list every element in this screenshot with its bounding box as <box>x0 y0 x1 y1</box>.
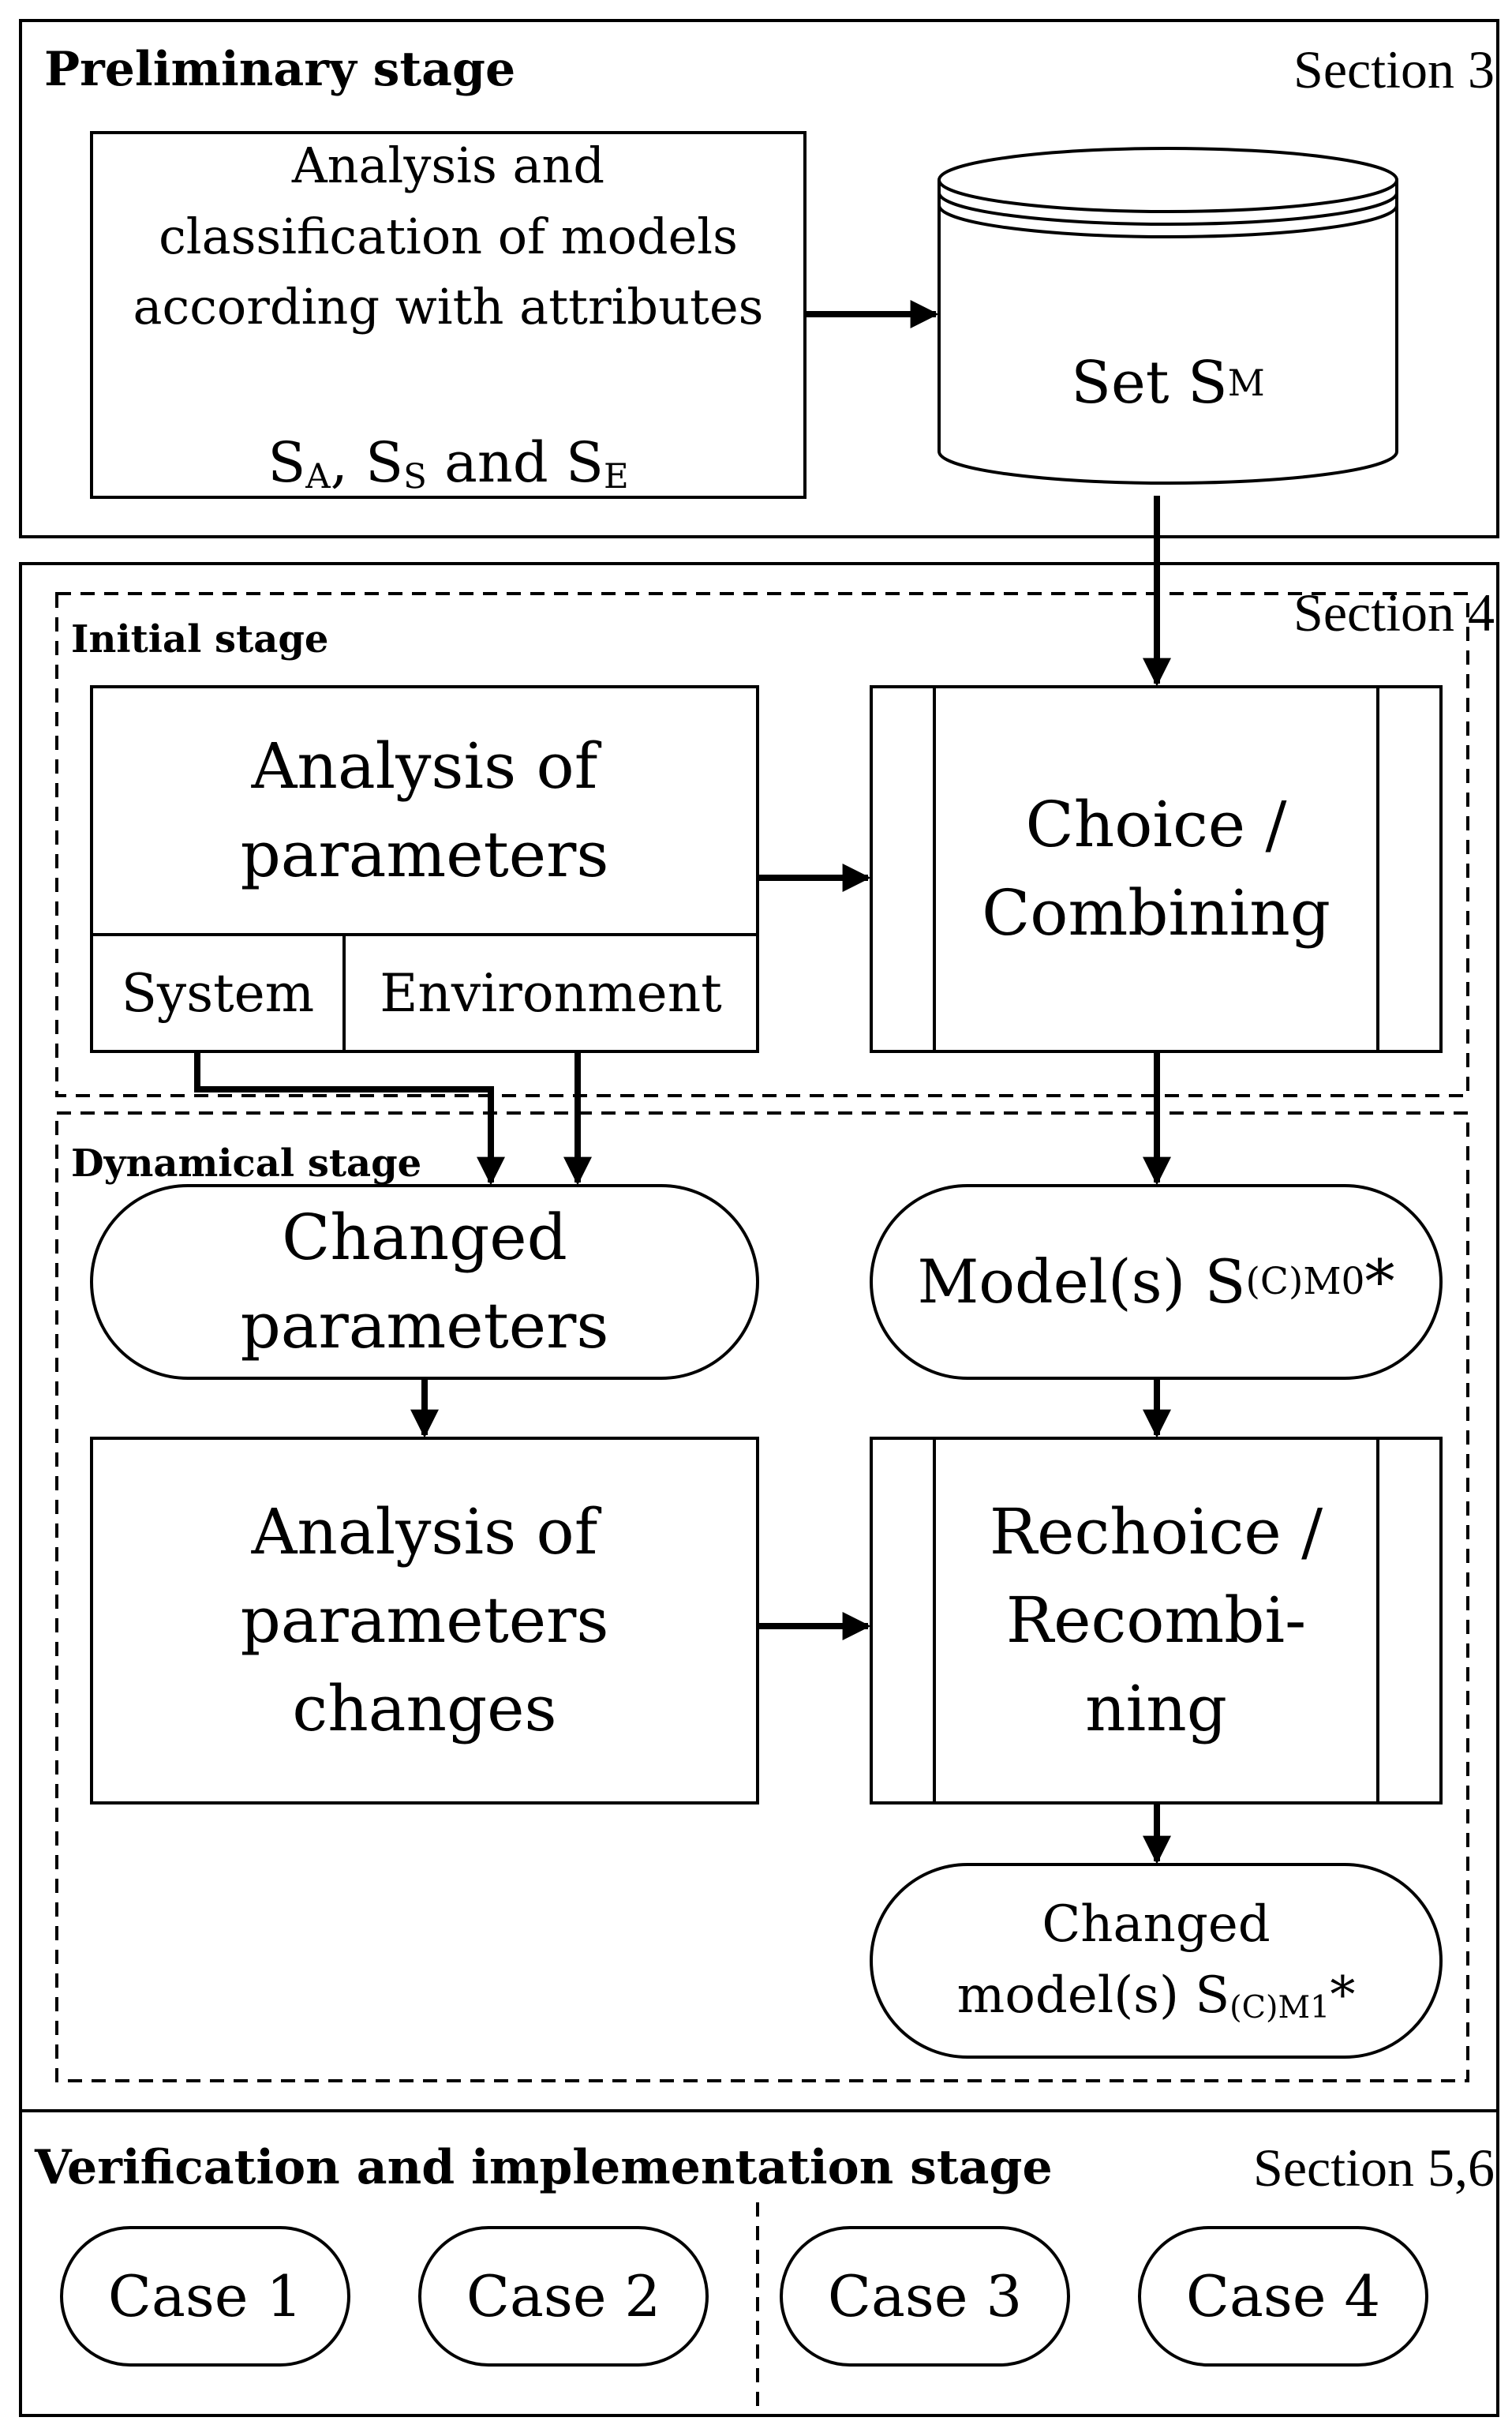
analysis-parameters-box <box>90 685 759 1053</box>
analysis-classification-text: Analysis and classification of models ac… <box>92 137 805 497</box>
analysis-parameters-text: Analysis of parameters <box>240 729 609 891</box>
environment-cell: Environment <box>380 962 722 1024</box>
model1-text: Changed model(s) S(C)M1* <box>956 1895 1356 2026</box>
verification-section-ref: Section 5,6 <box>1253 2138 1495 2198</box>
section4-ref: Section 4 <box>1293 583 1495 643</box>
initial-stage-title: Initial stage <box>71 617 329 661</box>
system-cell: System <box>121 962 315 1024</box>
case-4: Case 4 <box>1185 2263 1381 2329</box>
attributes-line: SA, SS and SE <box>268 429 629 497</box>
dynamical-stage-panel <box>55 1111 1469 2082</box>
changed-parameters-text: Changed parameters <box>240 1201 609 1362</box>
initial-stage-panel <box>55 592 1469 1097</box>
choice-combining-text: Choice / Combining <box>982 788 1330 950</box>
dynamical-stage-title: Dynamical stage <box>71 1141 422 1186</box>
set-sm-database <box>938 147 1398 485</box>
preliminary-stage-title: Preliminary stage <box>44 42 516 97</box>
analysis-changes-text: Analysis of parameters changes <box>240 1495 609 1745</box>
model0-text: Model(s) S(C)M0* <box>917 1246 1395 1317</box>
case2-terminal <box>418 2226 709 2367</box>
case4-terminal <box>1138 2226 1428 2367</box>
verification-stage-title: Verification and implementation stage <box>35 2140 1053 2195</box>
rechoice-text: Rechoice / Recombi- ning <box>989 1495 1323 1745</box>
case3-terminal <box>780 2226 1070 2367</box>
analysis-changes-box <box>90 1437 759 1805</box>
arrow-system-to-changed <box>194 1051 505 1186</box>
preliminary-panel <box>19 19 1499 538</box>
model1-terminal <box>870 1863 1443 2059</box>
analysis-classification-lines: Analysis and classification of models ac… <box>133 136 764 336</box>
case1-terminal <box>60 2226 350 2367</box>
case-1: Case 1 <box>107 2263 303 2329</box>
case-2: Case 2 <box>466 2263 661 2329</box>
preliminary-section-ref: Section 3 <box>1293 39 1495 99</box>
case-3: Case 3 <box>827 2263 1023 2329</box>
verification-panel <box>19 2109 1499 2417</box>
